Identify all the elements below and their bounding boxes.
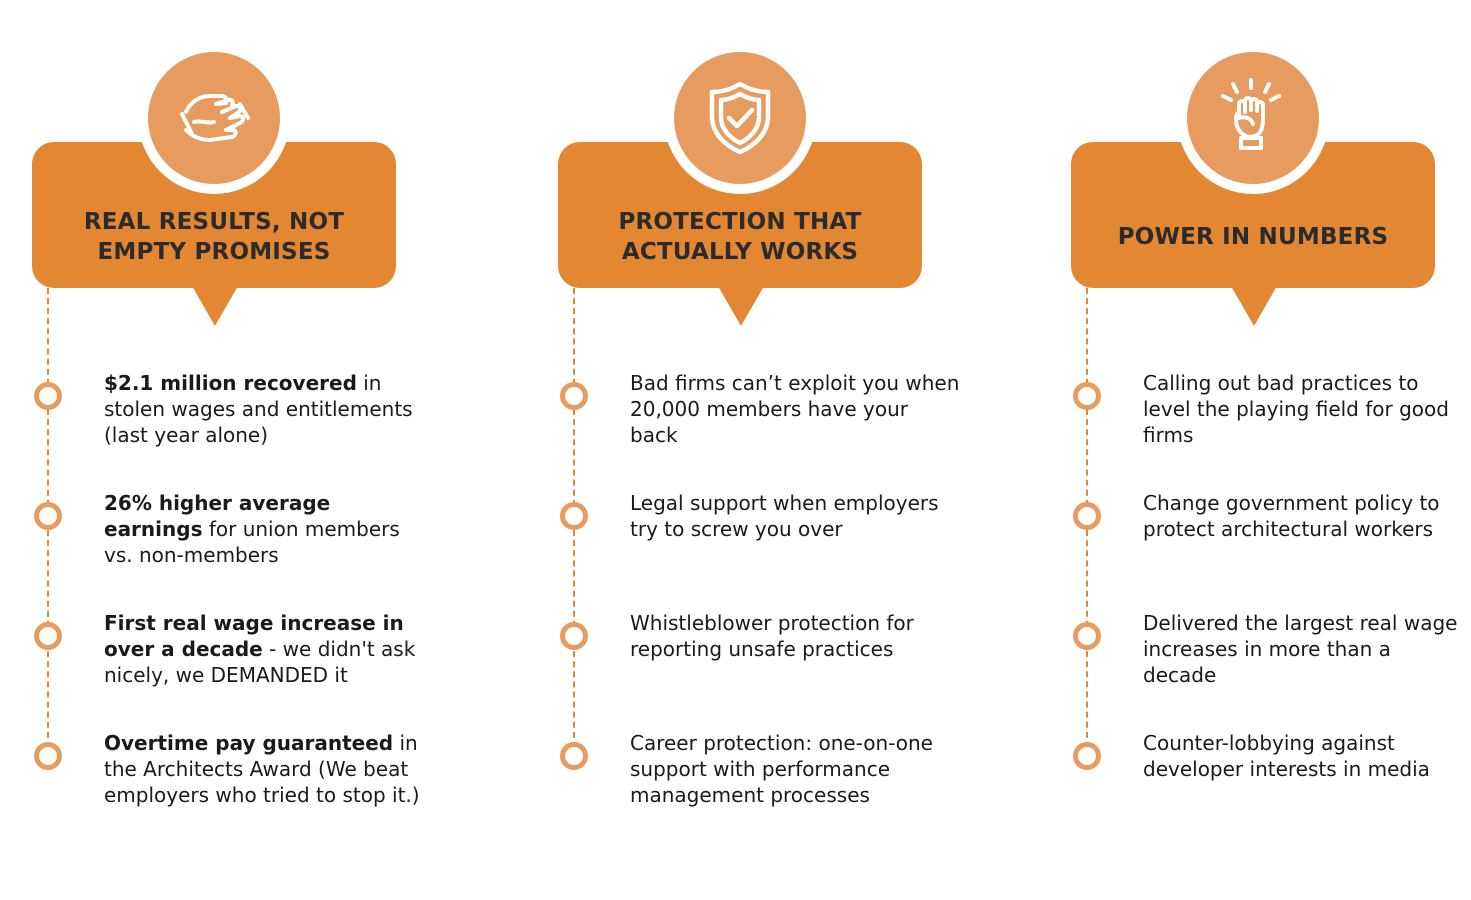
point-text: 26% higher average earnings for union me… [104, 491, 400, 567]
raised-fist-icon [1177, 42, 1329, 194]
bullet-dot [1073, 742, 1101, 770]
header-pointer [192, 286, 238, 326]
bullet-dot [560, 382, 588, 410]
bullet-dot [560, 502, 588, 530]
bullet-dot [34, 742, 62, 770]
shield-check-icon [664, 42, 816, 194]
bullet-dot [560, 622, 588, 650]
header-pointer [1231, 286, 1277, 326]
bullet-dot [34, 382, 62, 410]
bullet-dot [34, 502, 62, 530]
header-card: POWER IN NUMBERS [1071, 142, 1435, 288]
point-text: Bad firms can’t exploit you when 20,000 … [630, 371, 960, 447]
handshake-icon [138, 42, 290, 194]
point-text: Delivered the largest real wage increase… [1143, 611, 1458, 687]
point-text: First real wage increase in over a decad… [104, 611, 416, 687]
bullet-dot [1073, 622, 1101, 650]
column-title: POWER IN NUMBERS [1117, 224, 1389, 250]
point-text: Legal support when employers try to scre… [630, 491, 939, 541]
point-text: Career protection: one-on-one support wi… [630, 731, 933, 807]
bullet-dot [1073, 502, 1101, 530]
point-text: Counter-lobbying against developer inter… [1143, 731, 1430, 781]
bullet-dot [34, 622, 62, 650]
point-text: Calling out bad practices to level the p… [1143, 371, 1449, 447]
header-pointer [718, 286, 764, 326]
bullet-dot [1073, 382, 1101, 410]
point-text: Change government policy to protect arch… [1143, 491, 1440, 541]
point-text: Overtime pay guaranteed in the Architect… [104, 731, 420, 807]
point-text: $2.1 million recovered in stolen wages a… [104, 371, 413, 447]
column-power-in-numbers: POWER IN NUMBERS Calling out bad practic… [1071, 0, 1471, 900]
bullet-dot [560, 742, 588, 770]
point-text: Whistleblower protection for reporting u… [630, 611, 914, 661]
